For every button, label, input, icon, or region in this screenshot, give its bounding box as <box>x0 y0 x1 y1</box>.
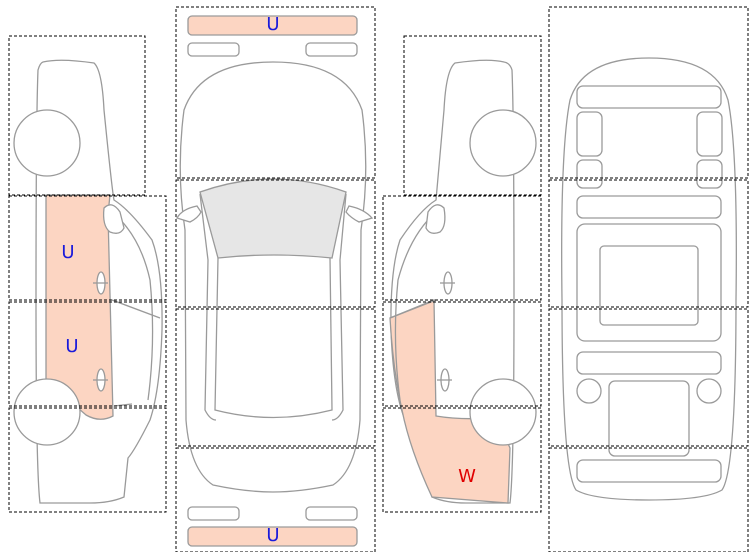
right-door-belt-line <box>389 299 437 319</box>
left-side-view <box>13 59 163 504</box>
center-crossmember[interactable] <box>576 195 722 219</box>
top-view <box>176 15 374 547</box>
top-body-outline <box>179 61 367 493</box>
left-door-belt-line <box>111 299 161 319</box>
zone-right-front-fender[interactable] <box>403 35 542 196</box>
zone-grid <box>8 6 749 552</box>
right-pillar-line <box>331 193 347 421</box>
front-left-lamp <box>187 42 240 57</box>
damage-code-rear-bumper: U <box>266 525 280 546</box>
top-left-mirror[interactable] <box>176 205 202 223</box>
left-front-wheel[interactable] <box>13 109 81 177</box>
roof-outline <box>214 257 333 419</box>
right-rear-wheel[interactable] <box>469 378 537 446</box>
zone-right-front-door[interactable] <box>382 195 542 301</box>
zone-underside-rear[interactable] <box>548 308 749 447</box>
zone-right-rear-door[interactable] <box>382 301 542 407</box>
front-bumper-top-panel[interactable] <box>187 15 358 36</box>
left-rear-wheel[interactable] <box>13 378 81 446</box>
floor-center-panel[interactable] <box>599 245 699 326</box>
left-side-mirror[interactable] <box>102 204 125 234</box>
rear-right-mount[interactable] <box>696 378 722 404</box>
zone-underside-mid[interactable] <box>548 179 749 308</box>
underside-view <box>561 57 737 501</box>
rear-crossmember[interactable] <box>576 351 722 375</box>
top-right-mirror[interactable] <box>345 205 374 223</box>
front-right-lamp <box>305 42 358 57</box>
windshield[interactable] <box>199 178 347 259</box>
zone-left-front-door[interactable] <box>8 195 167 301</box>
fuel-tank[interactable] <box>608 380 690 457</box>
left-front-arm[interactable] <box>576 159 603 189</box>
right-rear-quarter-damage[interactable] <box>389 299 511 504</box>
damage-code-right-rear-quarter: W <box>458 466 476 487</box>
right-front-arm[interactable] <box>696 159 723 189</box>
zone-left-front-fender[interactable] <box>8 35 146 196</box>
damage-code-left-rear-door: U <box>65 336 79 357</box>
zone-right-rear-quarter[interactable] <box>382 407 542 513</box>
rear-left-mount[interactable] <box>576 378 602 404</box>
rear-bumper-underside[interactable] <box>576 459 722 483</box>
front-crossmember[interactable] <box>576 85 722 109</box>
right-side-mirror[interactable] <box>425 204 446 234</box>
left-side-window-line <box>111 211 154 401</box>
zone-windshield[interactable] <box>175 179 376 308</box>
zone-trunk[interactable] <box>175 447 376 552</box>
right-side-window-line <box>394 211 437 401</box>
rear-bumper-top-panel[interactable] <box>187 526 358 547</box>
zone-underside-tail[interactable] <box>548 447 749 552</box>
right-side-view <box>389 59 537 504</box>
front-left-suspension[interactable] <box>576 111 603 157</box>
zone-left-rear-door[interactable] <box>8 301 167 407</box>
rear-left-lamp <box>187 506 240 521</box>
left-front-rear-door-damage[interactable] <box>45 194 114 420</box>
left-pillar-line <box>199 193 217 421</box>
zone-left-rear-quarter[interactable] <box>8 407 167 513</box>
zone-roof[interactable] <box>175 308 376 447</box>
damage-code-front-bumper: U <box>266 14 280 35</box>
right-front-wheel[interactable] <box>469 109 537 177</box>
damage-code-left-front-door: U <box>61 242 75 263</box>
rear-right-lamp <box>305 506 358 521</box>
front-right-suspension[interactable] <box>696 111 723 157</box>
